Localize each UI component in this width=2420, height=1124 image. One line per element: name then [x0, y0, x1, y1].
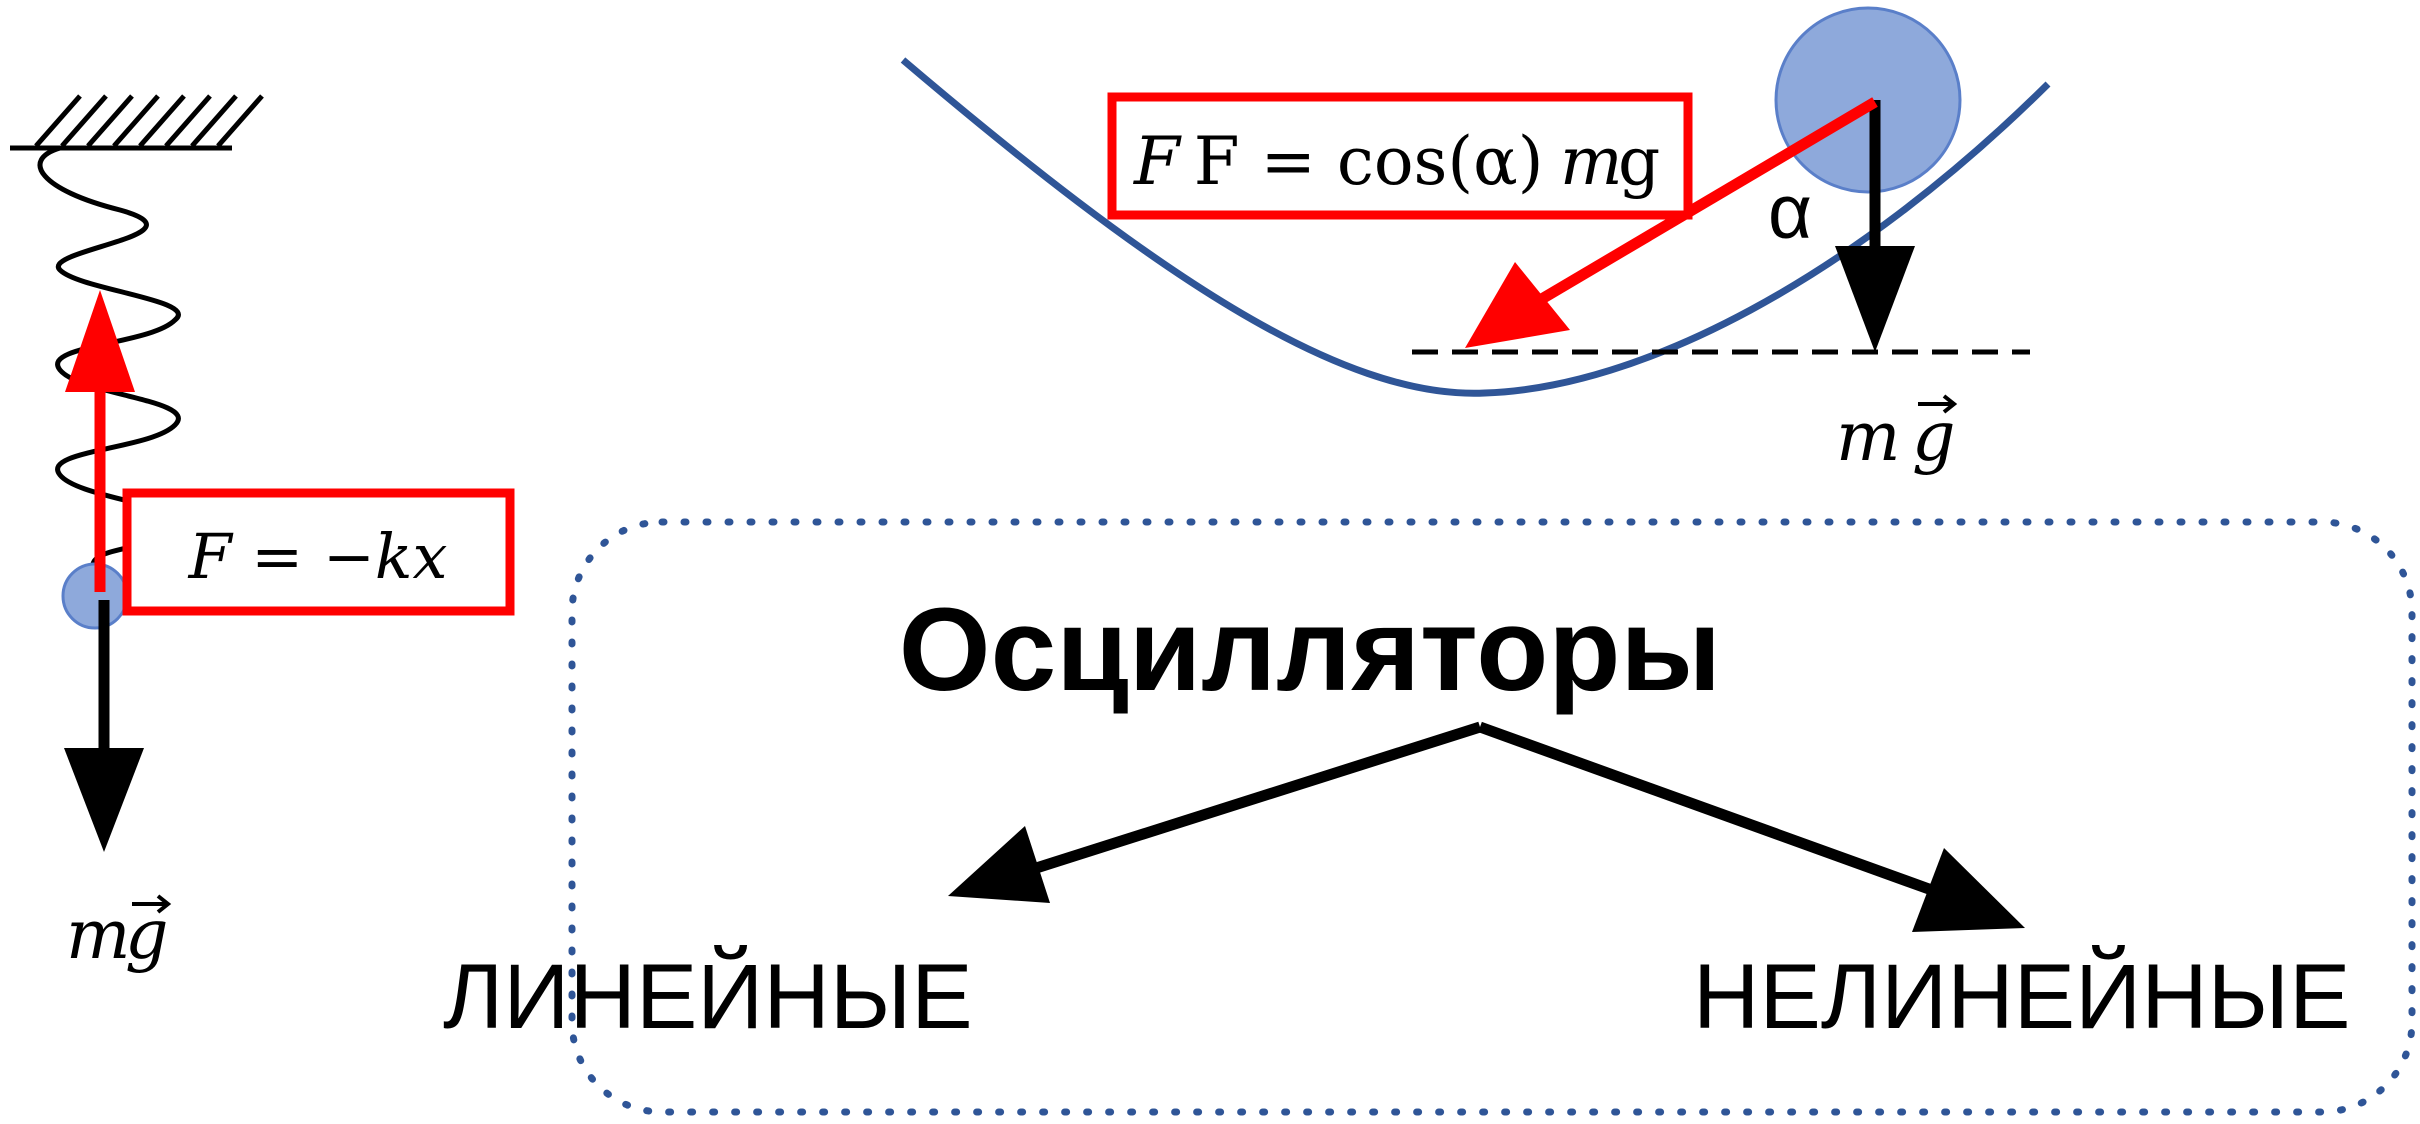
- bowl-formula-box: [1107, 92, 1693, 220]
- spring-force-formula: F = −kx: [188, 520, 448, 593]
- vector-arrow-icon: [132, 894, 172, 914]
- spring-gravity-arrowhead-icon: [64, 748, 144, 852]
- bowl-gravity-label: m g: [1836, 394, 1958, 477]
- spring-oscillator: F = −kx m g: [10, 94, 515, 975]
- left-branch-arrow-shaft: [1028, 721, 1482, 876]
- bowl-gravity-arrowhead-icon: [1835, 246, 1915, 352]
- bowl-angle-label: α: [1768, 170, 1812, 255]
- right-branch-arrow-shaft: [1478, 721, 1942, 899]
- bowl-force-arrow-shaft: [1537, 97, 1878, 305]
- bowl-gravity-m: m: [1836, 398, 1900, 477]
- spring-formula-box: [122, 488, 515, 616]
- spring-force-arrowhead-icon: [65, 290, 135, 392]
- bowl-gravity-g: g: [1912, 398, 1956, 477]
- spring-gravity-m: m: [66, 896, 130, 975]
- bowl-force-arrowhead-icon: [1465, 262, 1570, 348]
- bowl-formula-m: m: [1560, 123, 1623, 200]
- bowl-formula-g: g: [1618, 123, 1660, 200]
- ceiling-hatch-icon: [10, 94, 264, 151]
- left-branch-label: ЛИНЕЙНЫЕ: [443, 944, 973, 1048]
- vector-arrow-icon: [1918, 394, 1958, 414]
- right-branch-arrowhead-icon: [1912, 848, 2025, 932]
- classification-tree: Осцилляторы ЛИНЕЙНЫЕ НЕЛИНЕЙНЫЕ: [443, 584, 2350, 1048]
- spring-gravity-label: m g: [66, 894, 172, 975]
- classification-dotted-frame: [568, 518, 2416, 1116]
- right-branch-label: НЕЛИНЕЙНЫЕ: [1693, 944, 2350, 1048]
- left-branch-arrowhead-icon: [948, 826, 1050, 903]
- classification-title: Осцилляторы: [899, 584, 1721, 716]
